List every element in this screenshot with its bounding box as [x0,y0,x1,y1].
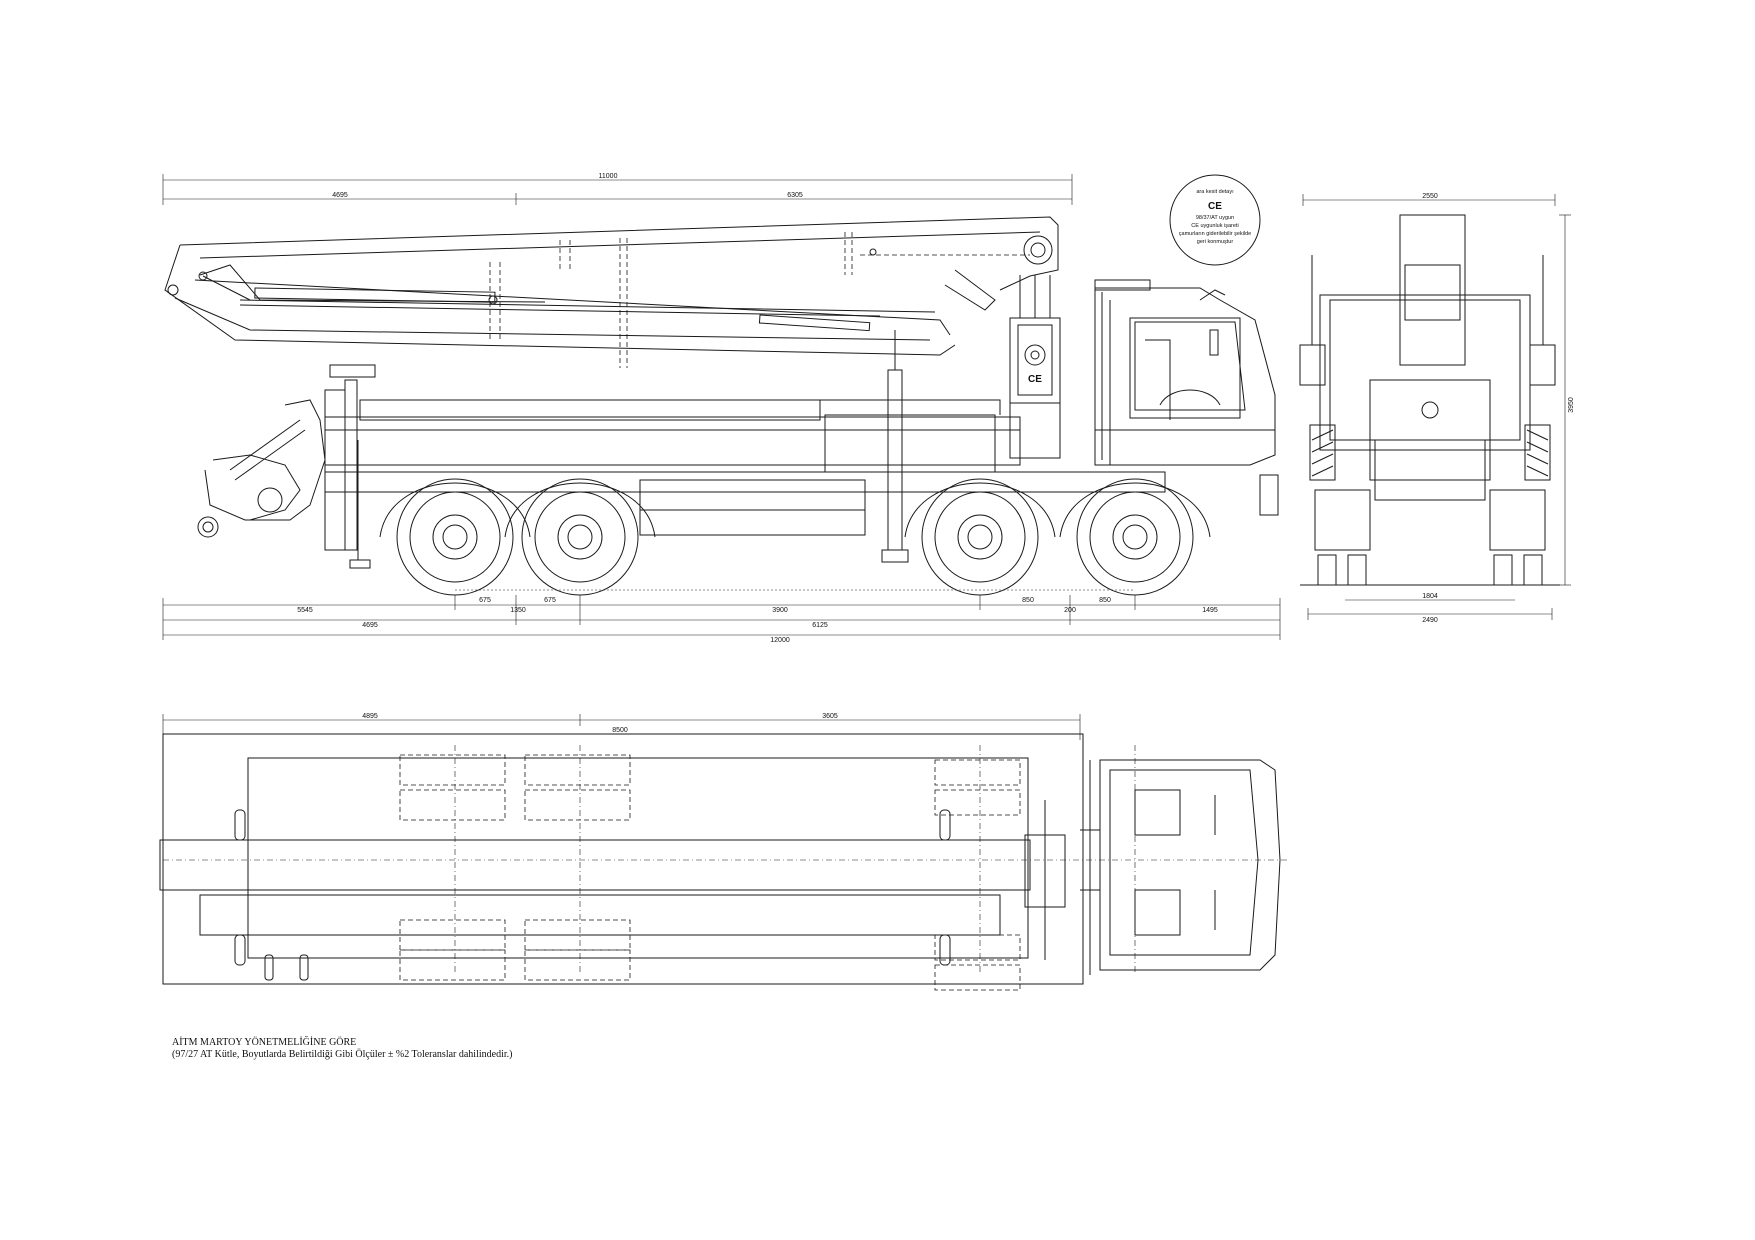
dim-200: 200 [1064,607,1076,614]
dim-850-a: 850 [1022,597,1034,604]
dim-2550: 2550 [1422,193,1438,200]
stamp-line-4: CE uygunluk işareti [1191,223,1238,229]
stamp-line-3: 98/37/AT uygun [1196,215,1234,221]
concrete-hopper [197,364,376,569]
footer-line-1: AİTM MARTOY YÖNETMELİĞİNE GÖRE [172,1037,357,1048]
dim-3900: 3900 [772,607,788,614]
dim-6305: 6305 [787,192,803,199]
ce-mark: CE [1028,374,1042,385]
wheel-2 [521,478,639,596]
stamp-line-2: CE [1208,201,1222,212]
stamp-line-6: geri konmuştur [1197,239,1234,245]
footer-note: AİTM MARTOY YÖNETMELİĞİNE GÖRE (97/27 AT… [172,1037,512,1061]
wheel-1 [396,478,514,596]
boom [164,216,1059,368]
dim-8500: 8500 [612,727,628,734]
top-cab [1080,759,1281,975]
side-bottom-dimensions: 5545 675 1350 675 3900 850 200 850 1495 … [162,589,1281,644]
front-view: 2550 3950 [1299,193,1575,624]
stamp-line-1: ara kesit detayı [1196,189,1233,195]
turret: CE [1009,275,1061,459]
warning-stripes-left [1311,429,1334,477]
top-view: 4895 3605 8500 [159,713,1290,991]
dim-3950: 3950 [1568,397,1575,413]
dim-1804: 1804 [1422,593,1438,600]
wheels [379,478,1211,596]
warning-stripes-right [1526,429,1549,477]
dim-675-b: 675 [544,597,556,604]
dim-1495: 1495 [1202,607,1218,614]
stamp-line-5: çamurların giderilebilir şekilde [1179,231,1251,237]
ce-stamp: ara kesit detayı CE 98/37/AT uygun CE uy… [1169,174,1261,266]
wheel-3 [921,478,1039,596]
dim-total-11000: 11000 [599,173,618,180]
footer-line-2: (97/27 AT Kütle, Boyutlarda Belirtildiği… [172,1049,513,1060]
dim-4695: 4695 [332,192,348,199]
dim-1350: 1350 [510,607,526,614]
dim-675-a: 675 [479,597,491,604]
chassis [324,399,1166,536]
dim-4695-bottom: 4695 [362,622,378,629]
dim-3605: 3605 [822,713,838,720]
dim-2490: 2490 [1422,617,1438,624]
outrigger-legs [881,330,909,563]
dim-6125: 6125 [812,622,828,629]
dim-5545: 5545 [297,607,313,614]
wheel-4 [1076,478,1194,596]
side-view: 11000 4695 6305 [162,173,1281,644]
truck-cab [1094,279,1279,516]
dim-850-b: 850 [1099,597,1111,604]
top-wheels [399,754,1021,991]
dim-4895: 4895 [362,713,378,720]
dim-12000: 12000 [770,637,790,644]
side-top-dimensions: 11000 4695 6305 [162,173,1073,205]
